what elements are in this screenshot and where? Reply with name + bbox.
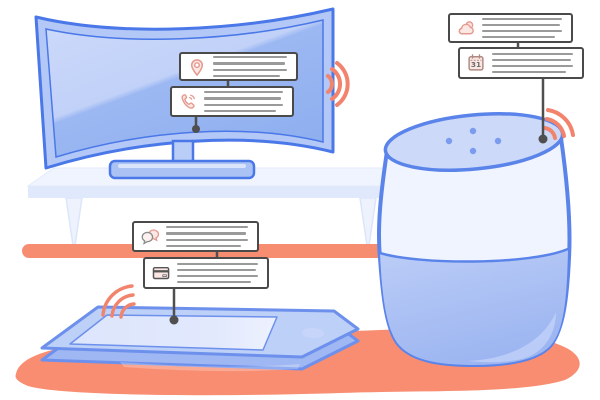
text-line — [166, 244, 241, 247]
phone-call-icon — [172, 91, 204, 113]
text-lines — [482, 17, 571, 39]
weather-notification-card — [448, 13, 573, 43]
text-line — [166, 232, 246, 235]
tablet-screen — [69, 314, 278, 351]
calendar-notification-card: 31 — [458, 47, 584, 79]
anchor-dot-tablet — [169, 315, 179, 325]
text-line — [213, 62, 285, 65]
chat-notification-card — [132, 221, 259, 252]
table-leg-left — [65, 197, 83, 253]
text-line — [482, 30, 562, 33]
text-line — [492, 52, 573, 55]
calendar-day-number: 31 — [471, 60, 481, 69]
monitor-sound-waves-icon — [326, 61, 350, 107]
calendar-icon: 31 — [460, 52, 492, 74]
text-line — [482, 36, 555, 39]
text-lines — [213, 56, 296, 77]
table-front-edge — [28, 186, 424, 198]
speaker-divider-line — [379, 247, 569, 263]
table-leg-right — [359, 197, 377, 253]
payment-notification-card — [143, 257, 269, 289]
text-line — [177, 268, 256, 271]
credit-card-icon — [145, 262, 177, 284]
text-line — [204, 109, 276, 112]
text-line — [492, 65, 573, 68]
cloud-icon — [450, 17, 482, 40]
text-line — [177, 262, 258, 265]
tablet-home-button — [302, 327, 324, 339]
text-lines — [166, 226, 257, 247]
phone-notification-card — [170, 86, 294, 117]
sound-waves — [101, 61, 575, 319]
card-connectors — [172, 42, 545, 316]
tablet-sound-waves-icon — [101, 284, 136, 319]
speaker-base-highlight — [468, 312, 556, 363]
text-line — [213, 56, 287, 59]
text-line — [204, 103, 283, 106]
text-line — [482, 23, 560, 26]
speaker-base — [380, 249, 568, 365]
monitor-stand-base — [108, 159, 256, 180]
text-lines — [204, 91, 292, 112]
text-line — [166, 226, 248, 229]
chat-bubbles-icon — [134, 225, 166, 248]
text-line — [213, 68, 287, 71]
tablet-front-highlight — [120, 362, 300, 372]
location-notification-card — [179, 52, 298, 81]
location-pin-icon — [181, 57, 213, 77]
anchor-dot-monitor — [192, 125, 200, 133]
text-line — [166, 238, 248, 241]
stand-base-highlight — [118, 164, 246, 168]
speaker-mic-dots — [445, 127, 502, 155]
connector-dots — [169, 125, 548, 325]
smart-speaker — [377, 112, 572, 367]
text-line — [482, 17, 562, 20]
anchor-dot-speaker — [538, 134, 548, 144]
tablet — [40, 305, 360, 372]
speaker-sound-waves-icon — [543, 108, 575, 140]
text-line — [177, 275, 258, 278]
text-line — [204, 91, 283, 94]
text-line — [177, 281, 251, 284]
text-lines — [177, 262, 267, 284]
text-lines — [492, 52, 582, 74]
text-line — [492, 58, 571, 61]
text-line — [204, 97, 281, 100]
text-line — [492, 71, 566, 74]
text-line — [213, 74, 281, 77]
